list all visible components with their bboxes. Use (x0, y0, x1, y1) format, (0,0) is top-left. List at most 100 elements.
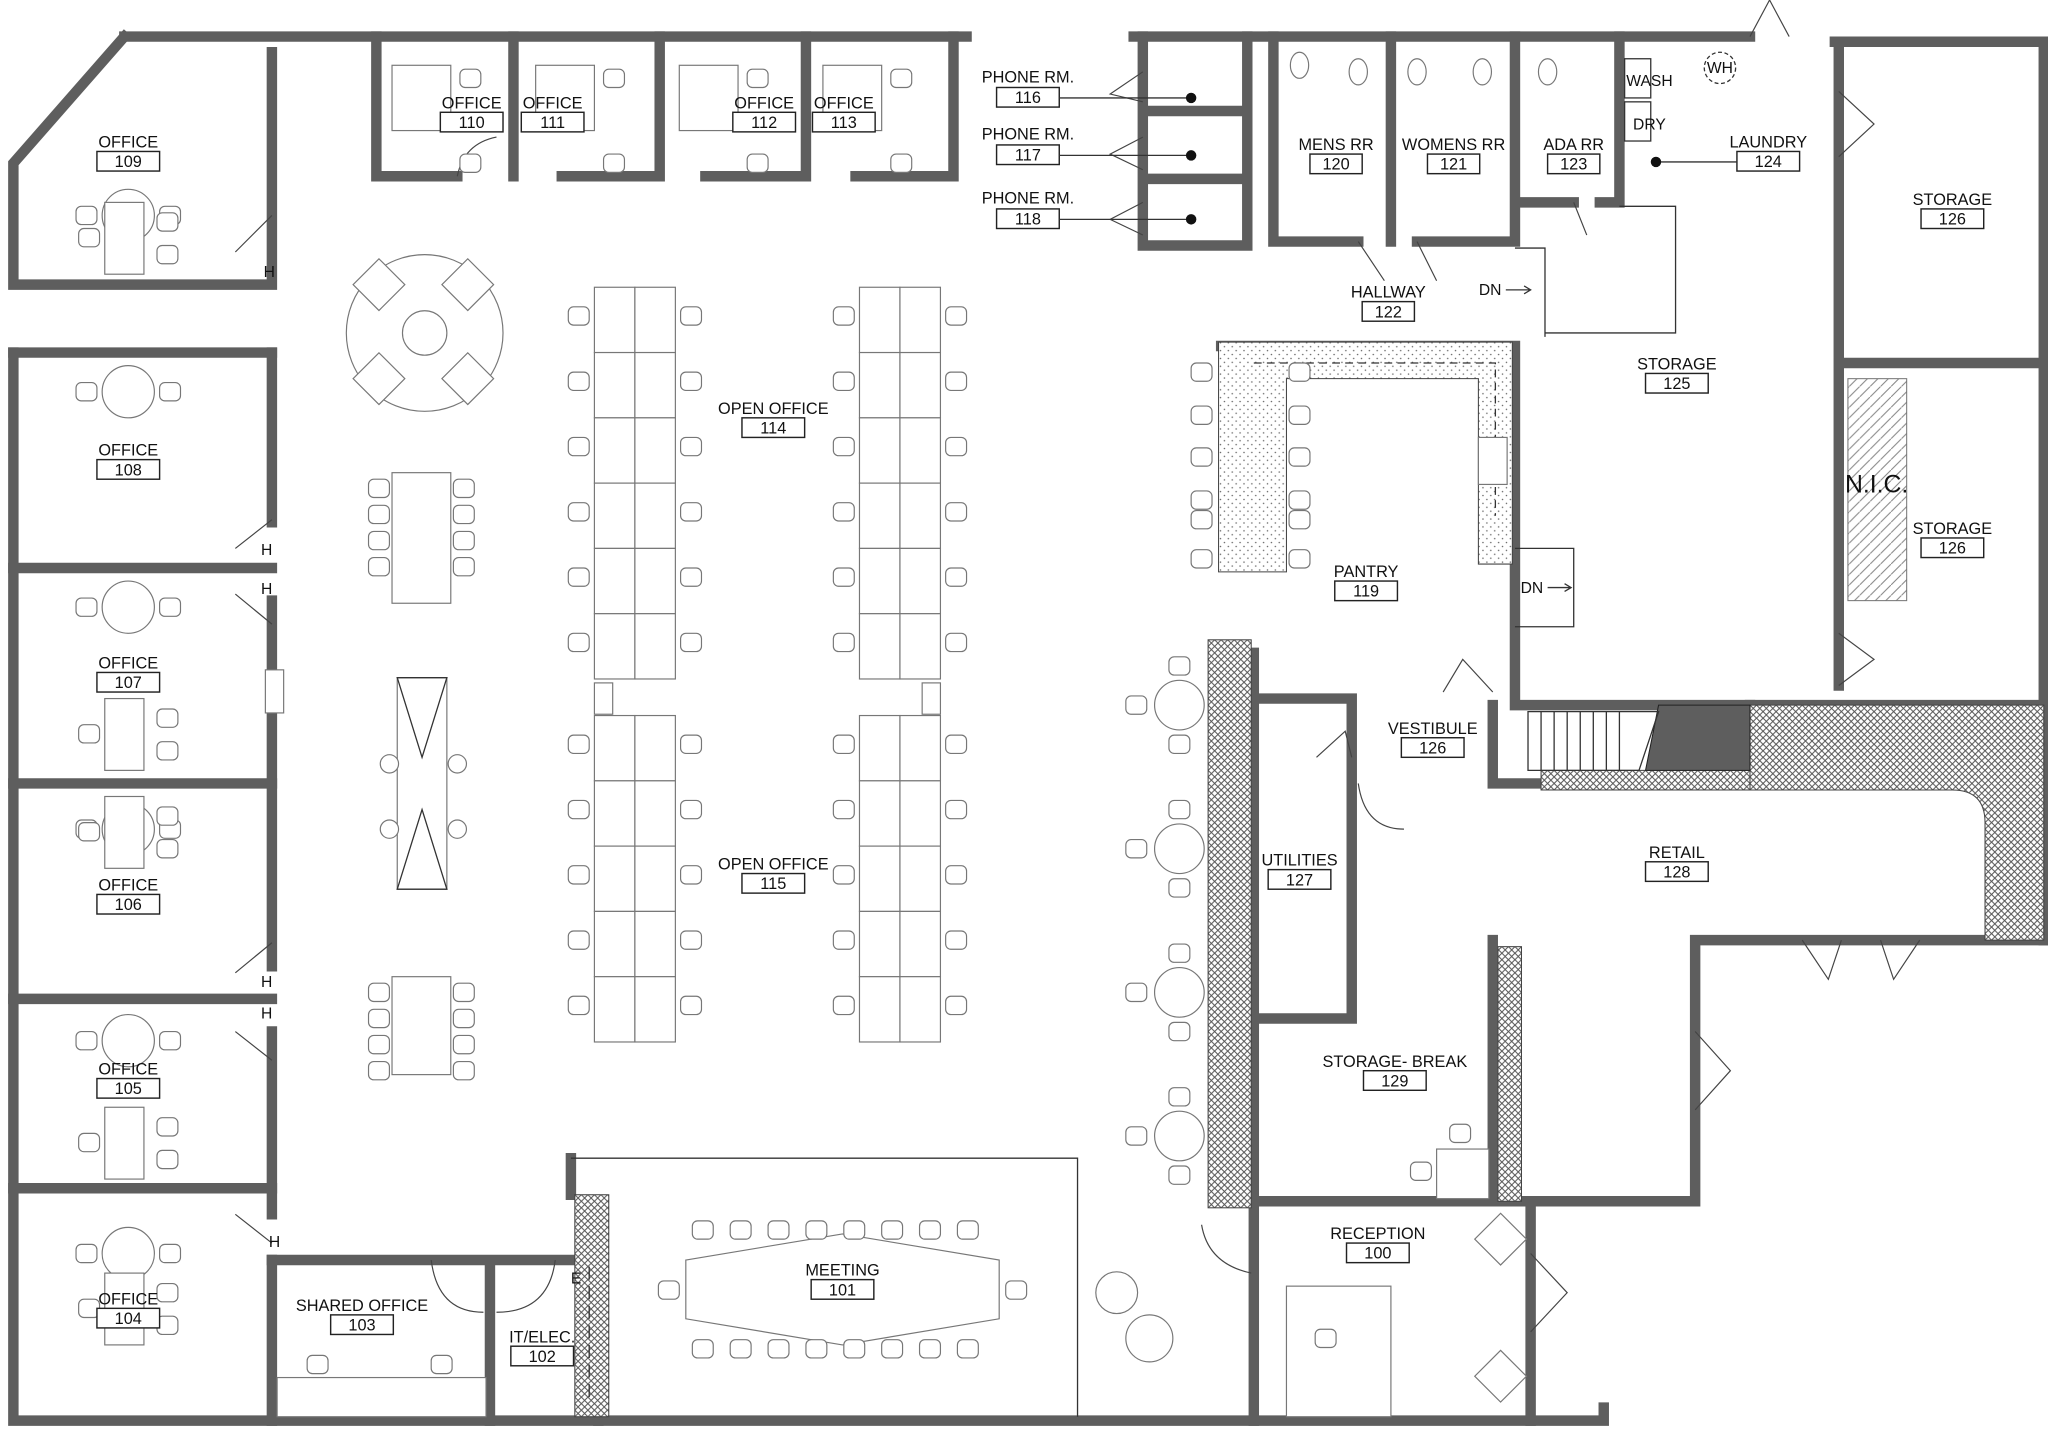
room-name: PHONE RM. (982, 68, 1074, 86)
room-number: 101 (829, 1281, 856, 1299)
room-number: 121 (1440, 156, 1467, 174)
room-name: IT/ELEC. (509, 1328, 575, 1346)
chair (452, 1060, 475, 1081)
room-label-phone-117: PHONE RM.117 (982, 126, 1197, 166)
chair (832, 502, 855, 522)
office-desk (104, 795, 145, 869)
chair (1288, 405, 1311, 425)
room-number: 119 (1353, 583, 1379, 601)
chair (602, 153, 626, 173)
nic-area (1847, 378, 1908, 602)
chair (890, 153, 913, 173)
down-label: DN (1479, 282, 1502, 299)
room-name: RETAIL (1649, 844, 1705, 862)
chair (452, 1034, 475, 1055)
round-table (1153, 679, 1205, 731)
room-number: 126 (1419, 739, 1446, 757)
desk (858, 910, 901, 978)
stool (447, 754, 468, 774)
chair (156, 838, 179, 859)
round-table (1153, 823, 1205, 875)
chair (1125, 982, 1148, 1003)
chair (567, 632, 590, 653)
desk (634, 714, 676, 782)
chair (832, 734, 855, 754)
desk (899, 910, 942, 978)
stool (447, 819, 468, 839)
room-number: 115 (760, 875, 786, 893)
chair (918, 1339, 942, 1359)
room-number: 124 (1755, 153, 1782, 171)
room-name: STORAGE (1913, 520, 1993, 538)
desk (593, 417, 636, 484)
chair (567, 502, 590, 522)
lounge-chair (1473, 1212, 1528, 1266)
room-name: HALLWAY (1351, 284, 1426, 302)
chair (367, 982, 391, 1003)
column (921, 682, 942, 715)
room-name: OFFICE (98, 442, 158, 460)
chair (680, 995, 703, 1016)
chair (1168, 799, 1191, 820)
chair (567, 436, 590, 457)
chair (78, 1132, 101, 1153)
room-number: 100 (1364, 1245, 1391, 1263)
chair (729, 1339, 752, 1359)
desk (593, 613, 636, 680)
chair (680, 799, 703, 820)
chair (159, 381, 182, 402)
desk (858, 714, 901, 782)
chair (691, 1339, 714, 1359)
chair (832, 306, 855, 326)
desk (899, 351, 942, 419)
room-name: PANTRY (1334, 563, 1399, 581)
desk (899, 286, 942, 354)
toilet (1348, 58, 1368, 86)
chair (657, 1280, 680, 1300)
desk (634, 845, 676, 912)
chair (452, 982, 475, 1003)
desk (593, 714, 636, 782)
room-number: 108 (115, 461, 142, 479)
chair (1005, 1280, 1028, 1300)
chair (1288, 447, 1311, 467)
chair (1125, 838, 1148, 859)
chair (1288, 509, 1311, 530)
room-name: OPEN OFFICE (718, 856, 829, 874)
chair (567, 306, 590, 326)
room-number: 104 (115, 1310, 142, 1328)
lounge-seat (1125, 1314, 1174, 1363)
chair (156, 1149, 179, 1170)
chair (159, 1030, 182, 1051)
chair (680, 371, 703, 392)
room-name: STORAGE- BREAK (1322, 1053, 1467, 1071)
desk (899, 714, 942, 782)
lounge-seat (1095, 1271, 1139, 1315)
chair (832, 865, 855, 885)
desk (858, 351, 901, 419)
chair (945, 371, 968, 392)
toilet (1537, 58, 1558, 86)
chair (156, 708, 179, 728)
chair (680, 306, 703, 326)
round-table (1153, 966, 1205, 1018)
lounge-chair (352, 351, 406, 406)
room-name: MENS RR (1298, 136, 1373, 154)
room-number: 125 (1663, 375, 1690, 393)
desk (593, 547, 636, 615)
room-number: 103 (348, 1317, 375, 1335)
chair (945, 502, 968, 522)
room-name: OFFICE (98, 655, 158, 673)
desk (634, 780, 676, 847)
room-number: 112 (751, 114, 777, 132)
chair (805, 1339, 828, 1359)
desk (899, 613, 942, 680)
hose-bib-label: H (269, 1234, 280, 1251)
table-lines (396, 677, 448, 890)
